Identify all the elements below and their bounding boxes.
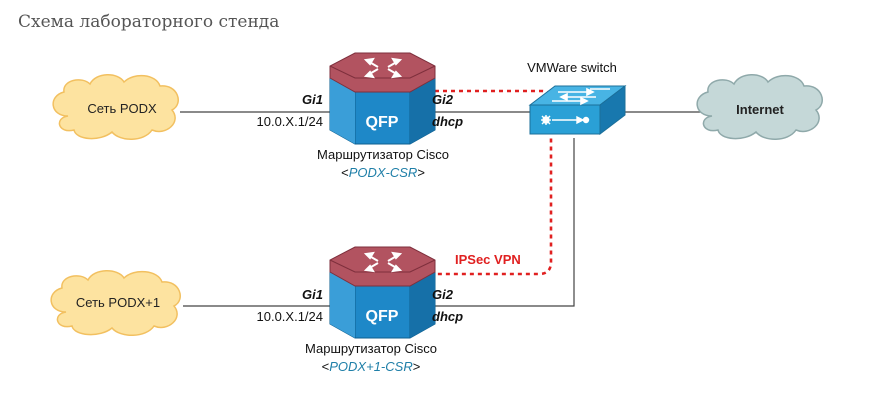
switch-label: VMWare switch bbox=[527, 60, 617, 75]
router-top-lid bbox=[329, 52, 436, 93]
link-router-bottom-to-switch bbox=[430, 138, 575, 307]
cloud-internet-label: Internet bbox=[736, 102, 784, 117]
router-bottom-left-addr: 10.0.X.1/24 bbox=[257, 309, 324, 324]
router-bottom-right-iface: Gi2 bbox=[432, 287, 454, 302]
router-top-left-addr: 10.0.X.1/24 bbox=[257, 114, 324, 129]
cloud-net-podx1-label: Сеть PODX+1 bbox=[76, 295, 160, 310]
router-top-left-iface: Gi1 bbox=[302, 92, 323, 107]
links bbox=[180, 111, 705, 307]
router-bottom: QFP bbox=[329, 246, 436, 339]
cloud-net-podx-label: Сеть PODX bbox=[87, 101, 157, 116]
router-top: QFP bbox=[329, 52, 436, 145]
router-top-chassis-label: QFP bbox=[366, 114, 399, 131]
router-bottom-chassis-label: QFP bbox=[366, 308, 399, 325]
vmware-switch: VMWare switch bbox=[527, 60, 627, 136]
switch-arrows-icon bbox=[552, 87, 610, 106]
router-bottom-labels: Gi1 10.0.X.1/24 Gi2 dhcp Маршрутизатор C… bbox=[257, 287, 464, 374]
router-top-arrows-icon bbox=[363, 57, 403, 79]
router-top-hostname-prefix: < bbox=[341, 165, 349, 180]
cloud-net-podx1: Сеть PODX+1 bbox=[50, 270, 181, 336]
router-bottom-arrows-icon bbox=[363, 251, 403, 273]
router-top-right-iface: Gi2 bbox=[432, 92, 454, 107]
switch-side-face bbox=[599, 84, 626, 136]
router-top-hostname: PODX-CSR bbox=[349, 165, 418, 180]
router-bottom-lid bbox=[329, 246, 436, 287]
router-bottom-left-iface: Gi1 bbox=[302, 287, 323, 302]
router-top-labels: Gi1 10.0.X.1/24 Gi2 dhcp Маршрутизатор C… bbox=[257, 92, 464, 180]
router-top-hostname-line: <PODX-CSR> bbox=[341, 165, 425, 180]
router-bottom-right-addr: dhcp bbox=[432, 309, 463, 324]
router-bottom-hostname-suffix: > bbox=[413, 359, 421, 374]
cloud-net-podx: Сеть PODX bbox=[52, 74, 179, 140]
router-top-caption: Маршрутизатор Cisco bbox=[317, 147, 449, 162]
vpn-label: IPSec VPN bbox=[455, 252, 521, 267]
router-bottom-hostname-prefix: < bbox=[322, 359, 330, 374]
router-top-right-addr: dhcp bbox=[432, 114, 463, 129]
router-bottom-hostname-line: <PODX+1-CSR> bbox=[322, 359, 421, 374]
cloud-internet: Internet bbox=[696, 74, 823, 140]
switch-front-icon bbox=[541, 115, 590, 125]
router-top-hostname-suffix: > bbox=[417, 165, 425, 180]
page-title: Схема лабораторного стенда bbox=[18, 12, 280, 32]
vpn-path bbox=[403, 89, 553, 276]
router-bottom-caption: Маршрутизатор Cisco bbox=[305, 341, 437, 356]
router-bottom-hostname: PODX+1-CSR bbox=[329, 359, 412, 374]
